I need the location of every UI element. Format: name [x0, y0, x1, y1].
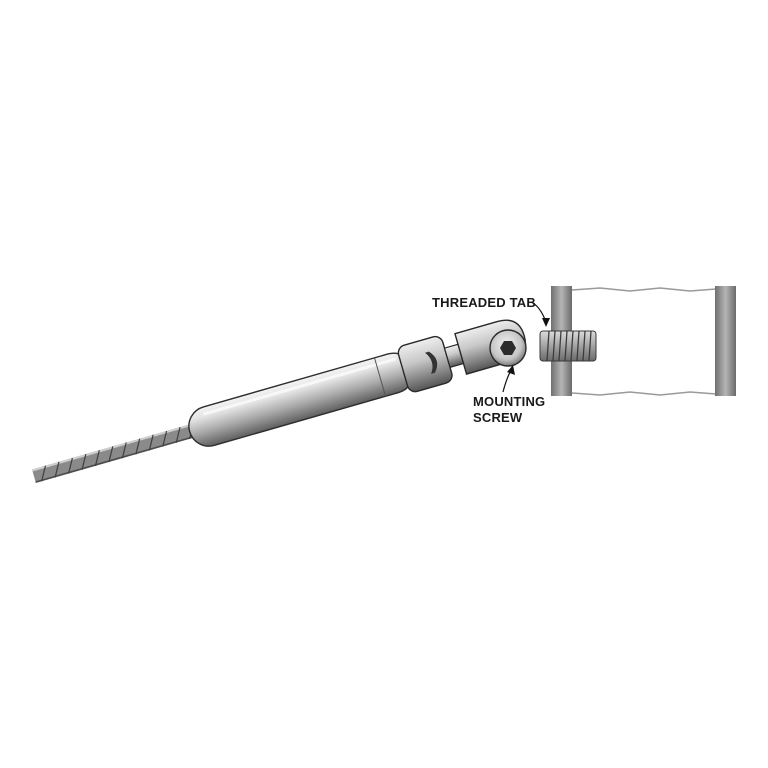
threaded-tab-leader [530, 301, 550, 327]
post-top-rough-edge [571, 287, 717, 292]
post-right-edge [715, 286, 736, 396]
threaded-tab-label: THREADED TAB [432, 295, 536, 310]
mounting-screw-label-line2: SCREW [473, 410, 523, 425]
mounting-screw-label-line1: MOUNTING [473, 394, 545, 409]
cable-assembly [32, 319, 527, 484]
hex-socket-icon [500, 341, 516, 355]
threaded-tab [539, 330, 597, 362]
mounting-screw-label: MOUNTING SCREW [473, 394, 549, 425]
mounting-screw [489, 329, 527, 367]
mounting-screw-leader [502, 365, 515, 393]
post-bottom-rough-edge [571, 391, 717, 396]
